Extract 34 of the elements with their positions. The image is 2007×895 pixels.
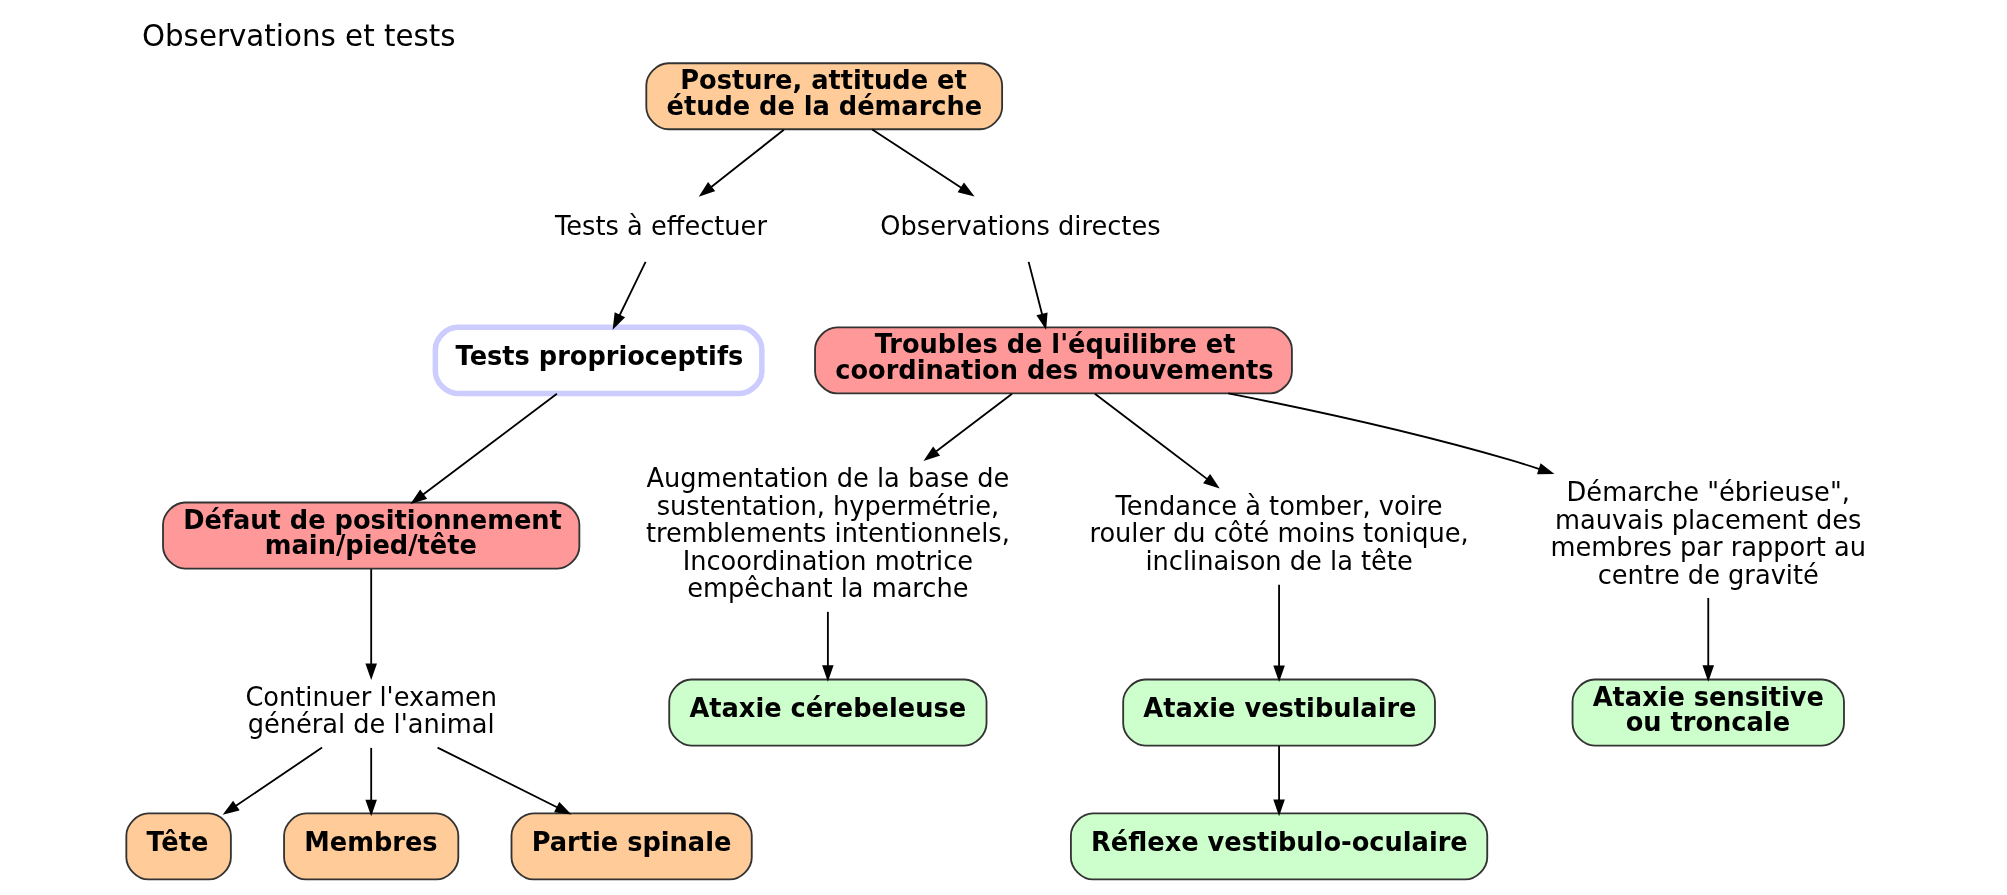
arrow (222, 746, 323, 815)
node-text: Observations directes (880, 211, 1161, 242)
node-text: Augmentation de la base de sustentation, hypermétrie, tremblements intentionnels, Incoordination motrice empêchant la marche (645, 463, 1010, 604)
arrow (612, 260, 647, 330)
arrow (822, 610, 834, 682)
arrow (365, 746, 377, 817)
arrow (1093, 392, 1220, 489)
node-box: Ataxie vestibulaire (1122, 678, 1436, 747)
node-text: Tendance à tomber, voire rouler du côté moins tonique, inclinaison de la tête (1089, 490, 1469, 576)
node-box: Membres (283, 812, 460, 881)
node-box: Ataxie sensitive ou troncale (1571, 678, 1845, 747)
node-text: Démarche "ébrieuse", mauvais placement des membres par rapport au centre de gravité (1550, 477, 1866, 590)
node-text: Tests à effectuer (555, 211, 767, 242)
node-box: Troubles de l'équilibre et coordination des mouvements (814, 326, 1293, 395)
arrow (871, 128, 975, 197)
arrow (698, 128, 785, 197)
node-text: Continuer l'examen général de l'animal (245, 681, 497, 740)
arrow (410, 392, 558, 505)
arrow (1027, 260, 1048, 330)
diagram-title: Observations et tests (141, 19, 456, 54)
node-box: Tests proprioceptifs (432, 324, 765, 397)
node-box: Tête (125, 812, 232, 881)
arrow (365, 568, 377, 681)
arrow (1702, 597, 1715, 682)
arrow (1273, 744, 1285, 817)
node-box: Partie spinale (510, 812, 753, 881)
node-box: Posture, attitude et étude de la démarche (645, 62, 1004, 131)
arrow (923, 392, 1013, 462)
arrow (1227, 392, 1555, 475)
node-box: Défaut de positionnement main/pied/tête (162, 501, 581, 570)
node-box: Réflexe vestibulo-oculaire (1070, 812, 1489, 881)
arrow (1273, 583, 1285, 683)
arrow (436, 746, 572, 815)
node-box: Ataxie cérebeleuse (668, 678, 988, 747)
